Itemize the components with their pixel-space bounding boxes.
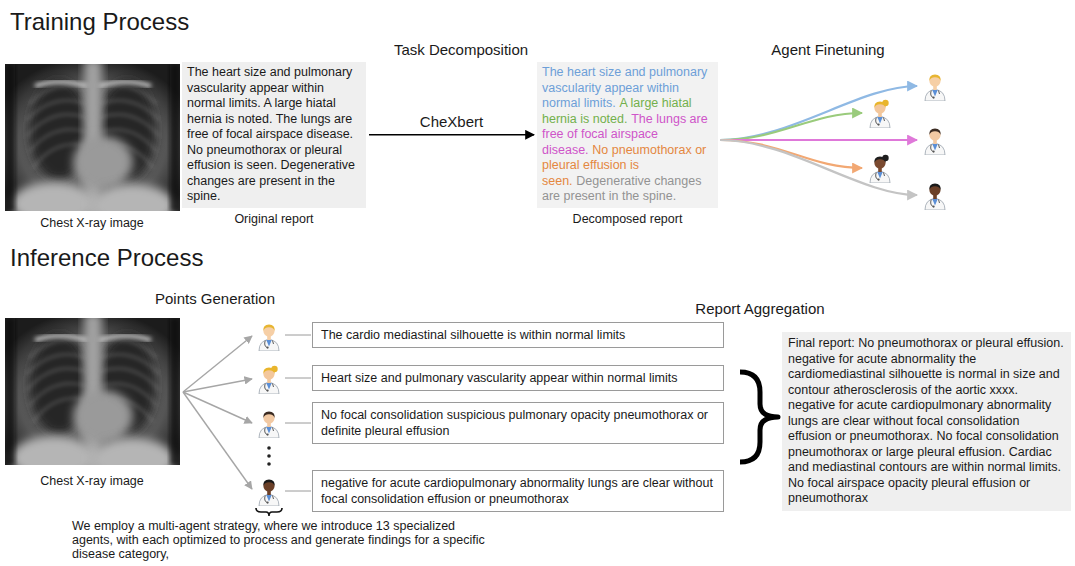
icon-link [285, 491, 311, 492]
icon-link [285, 423, 311, 424]
stage-title: Agent Finetuning [771, 41, 884, 58]
agent-icon [259, 478, 279, 506]
finetune-curve [720, 139, 917, 141]
section-heading: Inference Process [10, 244, 203, 272]
finding-box: No focal consolidation suspicious pulmon… [312, 402, 724, 444]
finding-box: negative for acute cardiopulmonary abnor… [312, 470, 724, 512]
box-text: No focal consolidation suspicious pulmon… [321, 407, 715, 439]
box-caption: Original report [234, 212, 313, 226]
finetune-curves [720, 86, 917, 195]
finetune-curve [720, 140, 917, 195]
dispatch-arrow [183, 336, 252, 392]
section-heading: Training Process [10, 8, 189, 36]
box-text: Final report: No pneumothorax or pleural… [788, 336, 1065, 507]
stage-title: Report Aggregation [695, 300, 824, 317]
agent-icon [870, 155, 890, 183]
aggregation-brace [740, 372, 778, 462]
chest-xray-image [5, 313, 180, 482]
box-text: The cardio mediastinal silhouette is wit… [321, 327, 715, 343]
agent-icon [259, 323, 279, 351]
stage-title: Points Generation [155, 290, 275, 307]
box-text: negative for acute cardiopulmonary abnor… [321, 475, 715, 507]
agent-icon [925, 73, 945, 101]
finding-box: The cardio mediastinal silhouette is wit… [312, 322, 724, 348]
agent-icon [259, 410, 279, 438]
note-text: We employ a multi-agent strategy, where … [72, 519, 487, 561]
box-caption: Decomposed report [573, 212, 683, 226]
report-box: The heart size and pulmonary vascularity… [182, 62, 366, 208]
icon-link [285, 378, 311, 379]
edge-label: CheXbert [417, 113, 486, 130]
finetune-curve [720, 113, 862, 140]
finding-box: Heart size and pulmonary vascularity app… [312, 365, 724, 391]
flow-arrow [369, 134, 534, 135]
dispatch-arrow [183, 379, 252, 392]
agent-icon [259, 366, 279, 394]
ellipsis-dot [267, 446, 271, 450]
box-text: The heart size and pulmonary vascularity… [187, 65, 361, 205]
chest-xray-image [5, 59, 180, 228]
group-brace [256, 508, 282, 516]
stage-title: Task Decomposition [394, 41, 528, 58]
agent-icon [870, 100, 890, 128]
icon-link [285, 335, 311, 336]
dispatch-arrows [183, 336, 252, 489]
image-caption: Chest X-ray image [40, 216, 144, 230]
agent-icon [925, 127, 945, 155]
agent-icon [925, 182, 945, 210]
dispatch-arrow [183, 392, 252, 489]
decomposed-report-box: The heart size and pulmonary vascularity… [537, 62, 718, 208]
box-text: Heart size and pulmonary vascularity app… [321, 370, 715, 386]
ellipsis-dots [267, 446, 271, 466]
ellipsis-dot [267, 462, 271, 466]
icon-box-links [285, 335, 311, 491]
ellipsis-dot [267, 454, 271, 458]
finetune-curve [720, 86, 917, 140]
final-report-box: Final report: No pneumothorax or pleural… [782, 332, 1071, 511]
image-caption: Chest X-ray image [40, 474, 144, 488]
